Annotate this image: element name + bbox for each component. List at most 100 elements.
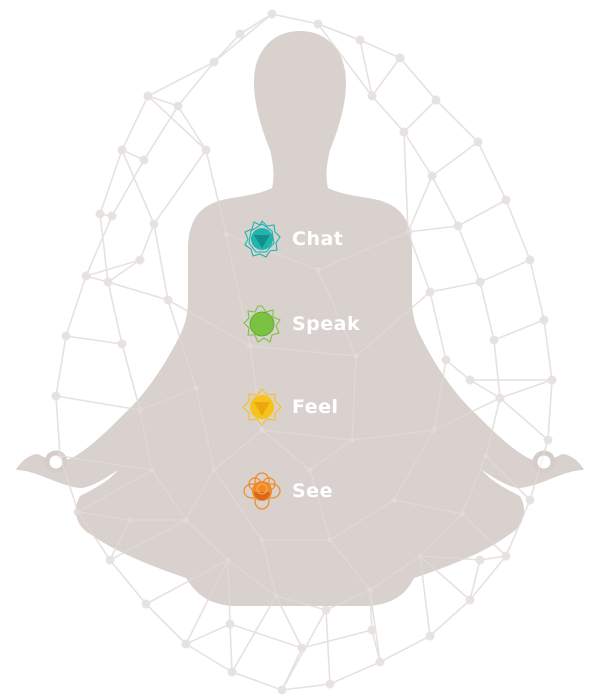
network-edge (325, 589, 371, 611)
network-node (273, 593, 279, 599)
network-edge (317, 23, 373, 97)
network-edge (461, 455, 487, 515)
network-edge (529, 439, 549, 501)
chakra-label-see: See (292, 479, 333, 502)
network-edge (419, 555, 481, 561)
network-edge (505, 199, 531, 261)
chakra-label-speak: Speak (292, 312, 361, 335)
network-edge (505, 499, 531, 557)
network-node (75, 509, 81, 515)
network-node (427, 289, 433, 295)
network-node (225, 557, 231, 563)
meditating-figure-silhouette (16, 31, 584, 606)
network-edge (109, 519, 131, 561)
network-node (53, 393, 59, 399)
network-node (203, 147, 209, 153)
network-edge (351, 355, 357, 441)
network-node (137, 257, 143, 263)
network-node (279, 687, 285, 693)
network-node (369, 93, 375, 99)
network-edge (85, 215, 113, 277)
network-node (327, 537, 333, 543)
chakra-item-feel[interactable]: Feel (242, 387, 339, 427)
network-edge (151, 469, 187, 521)
network-edge (139, 409, 153, 471)
network-node (357, 37, 363, 43)
network-edge (407, 225, 459, 233)
network-edge (309, 469, 331, 541)
network-edge (369, 589, 381, 663)
network-edge (371, 57, 401, 97)
network-edge (55, 335, 67, 397)
chakra-item-see[interactable]: See (242, 471, 333, 511)
network-edge (99, 213, 109, 283)
network-node (183, 517, 189, 523)
network-edge (107, 259, 141, 283)
network-edge (55, 395, 61, 457)
network-edge (229, 623, 303, 649)
network-edge (477, 141, 507, 201)
network-edge (275, 595, 327, 611)
network-edge (351, 429, 435, 441)
network-edge (227, 559, 231, 625)
network-node (391, 497, 397, 503)
network-node (211, 59, 217, 65)
network-edge (461, 513, 507, 557)
network-edge (543, 319, 553, 381)
network-node (259, 427, 265, 433)
network-edge (177, 61, 215, 107)
network-edge (85, 259, 141, 277)
network-edge (145, 603, 187, 645)
network-edge (227, 559, 277, 597)
network-edge (419, 513, 463, 557)
network-node (119, 147, 125, 153)
network-node (229, 669, 235, 675)
network-overlay (53, 11, 555, 693)
network-node (105, 279, 111, 285)
network-edge (309, 439, 353, 471)
network-edge (147, 95, 207, 151)
chakra-item-speak[interactable]: Speak (242, 304, 360, 344)
network-node (211, 467, 217, 473)
network-edge (185, 559, 229, 645)
network-edge (419, 555, 471, 601)
network-node (527, 497, 533, 503)
network-node (269, 11, 275, 17)
network-node (149, 467, 155, 473)
network-edge (261, 429, 311, 471)
network-node (401, 129, 407, 135)
network-edge (529, 259, 545, 321)
network-edge (185, 643, 233, 673)
network-edge (281, 647, 303, 691)
network-node (527, 257, 533, 263)
network-edge (407, 231, 431, 293)
network-edge (185, 469, 215, 521)
network-edge (499, 397, 549, 441)
network-edge (403, 131, 433, 177)
network-node (57, 453, 63, 459)
network-edge (493, 339, 501, 399)
network-node (367, 587, 373, 593)
network-node (107, 557, 113, 563)
network-edge (77, 511, 131, 521)
network-node (467, 597, 473, 603)
network-node (503, 553, 509, 559)
network-edge (281, 683, 331, 691)
network-edge (445, 359, 471, 381)
network-node (247, 343, 253, 349)
network-edge (109, 559, 147, 605)
network-node (397, 55, 403, 61)
network-edge (231, 671, 283, 691)
network-edge (167, 299, 197, 389)
network-edge (317, 231, 409, 271)
network-node (377, 659, 383, 665)
chakra-item-chat[interactable]: Chat (242, 219, 343, 259)
network-edge (431, 175, 459, 227)
network-edge (59, 455, 79, 513)
network-edge (431, 141, 479, 177)
network-edge (139, 387, 197, 411)
network-edge (429, 599, 471, 637)
network-edge (185, 623, 231, 645)
